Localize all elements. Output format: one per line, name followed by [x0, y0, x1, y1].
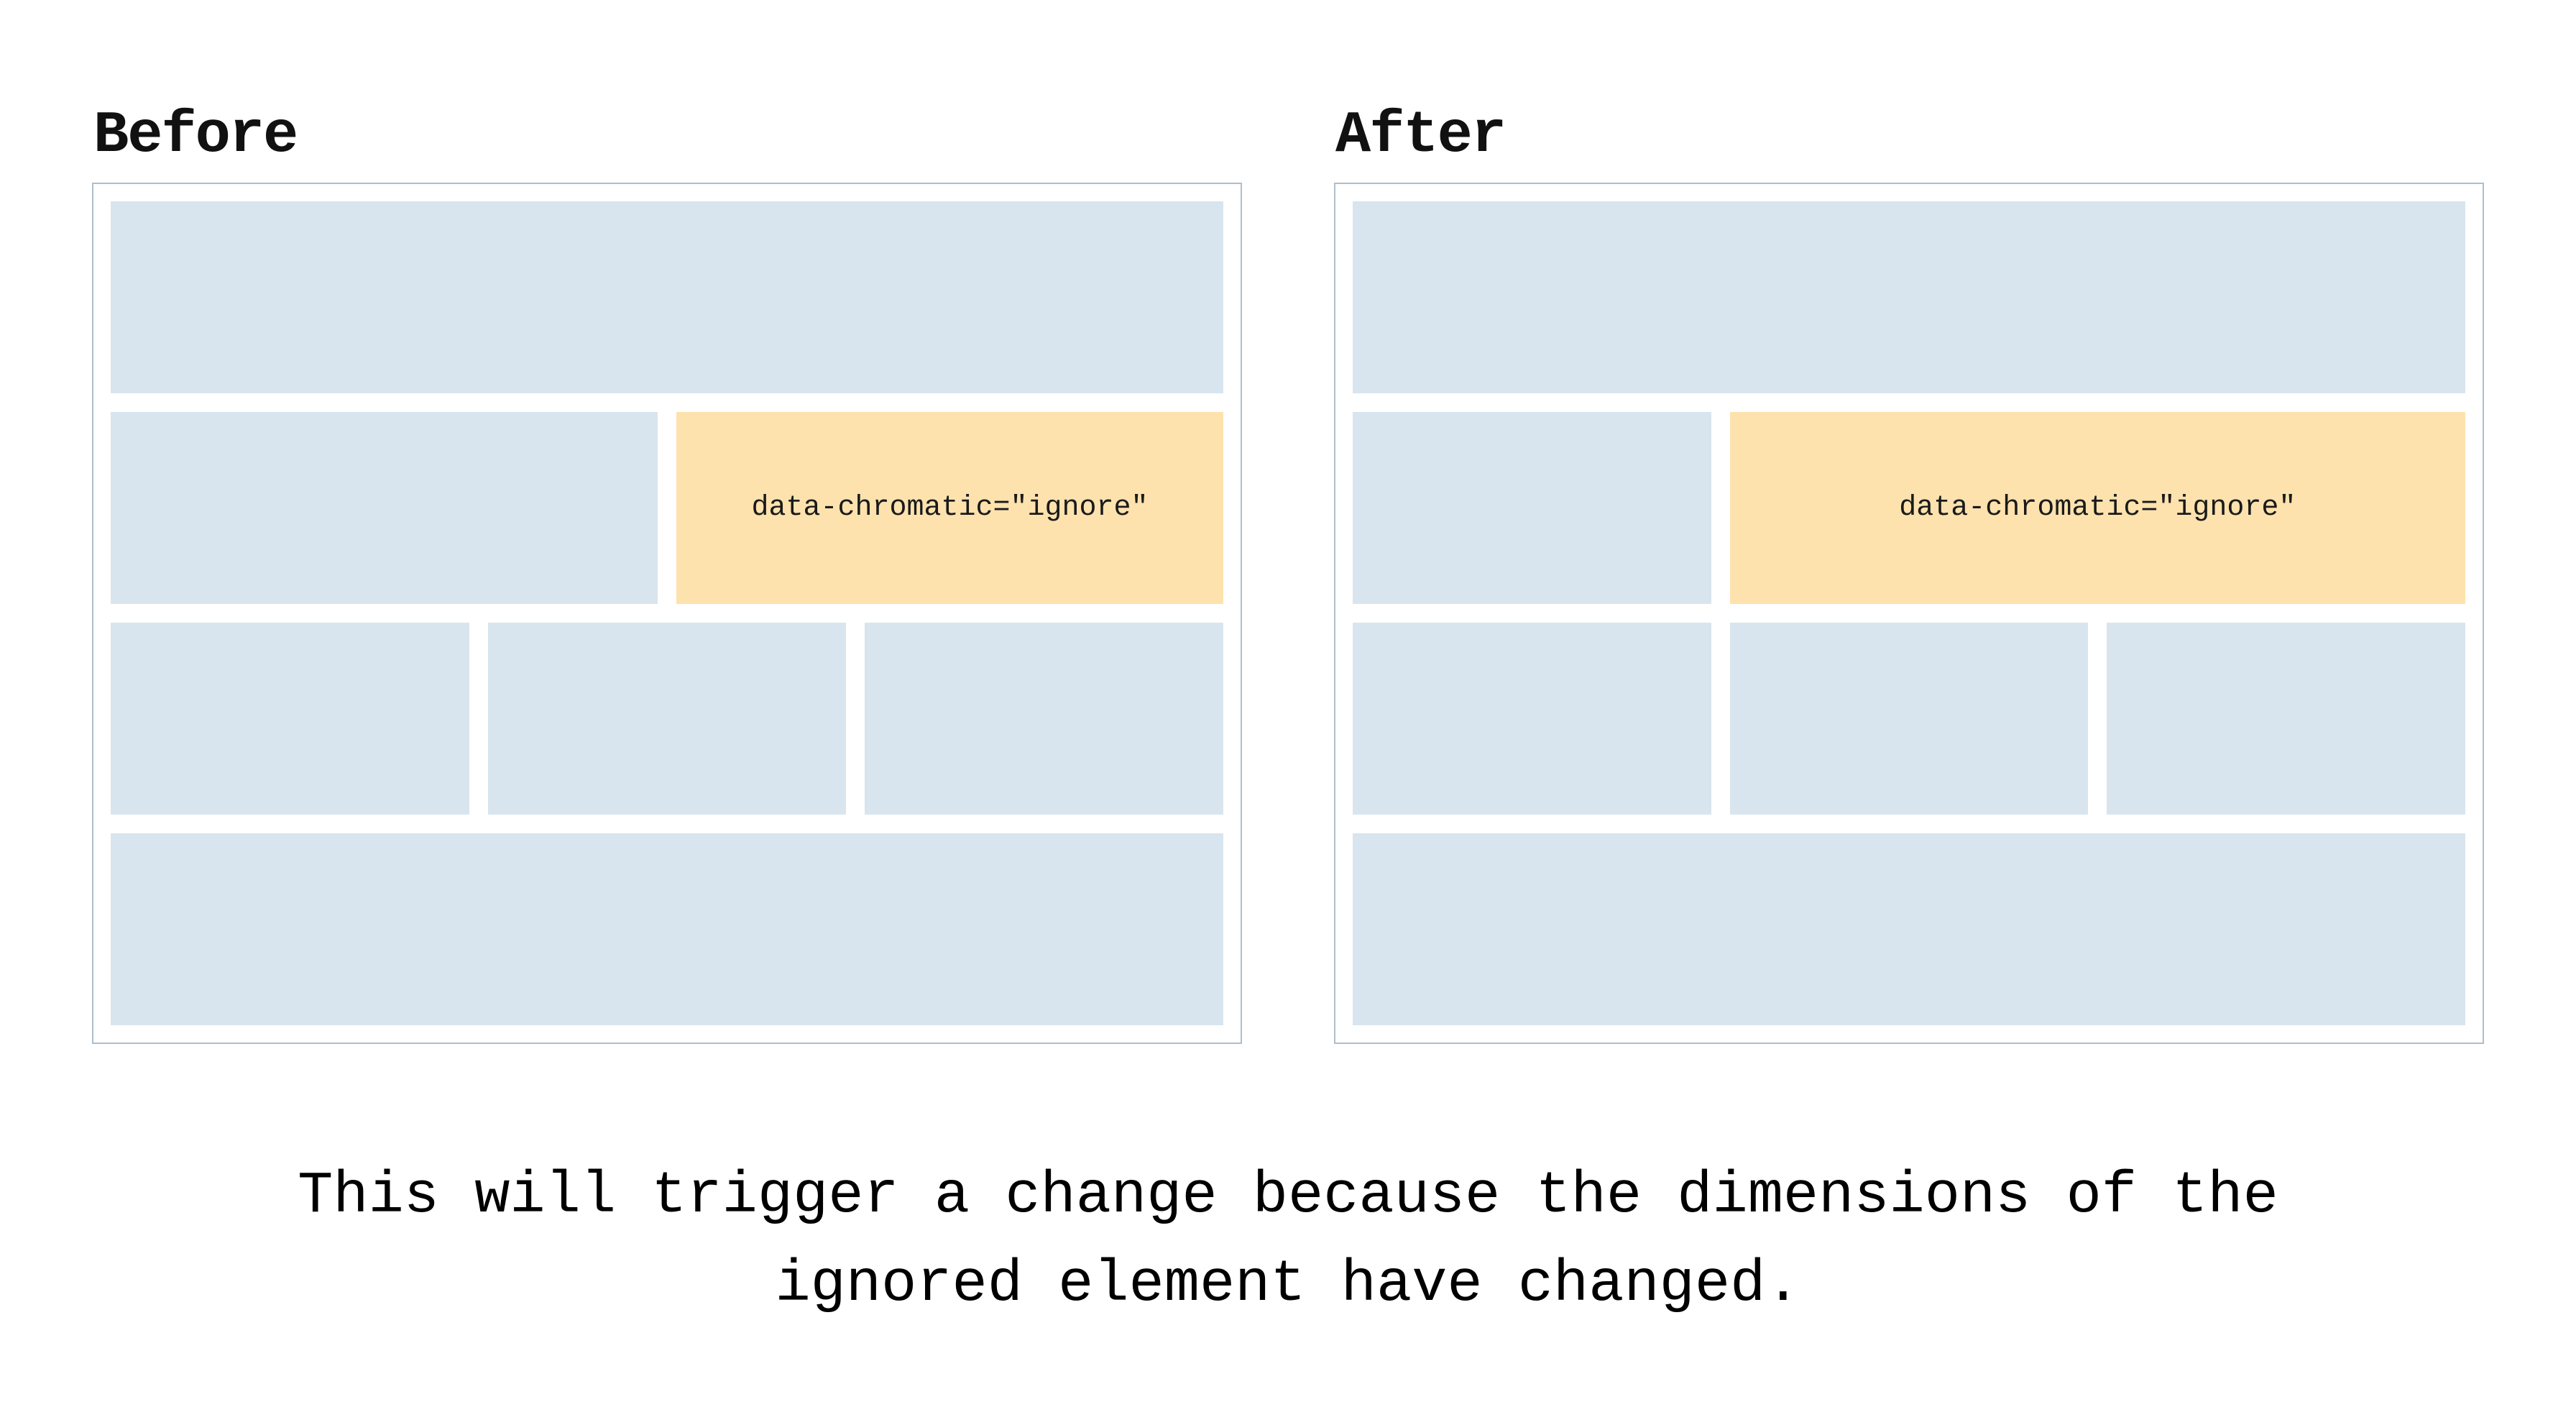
after-panel: data-chromatic="ignore" [1334, 183, 2484, 1044]
placeholder-block-header [1353, 201, 2465, 393]
placeholder-block-third-1 [1353, 623, 1711, 815]
before-title: Before [93, 102, 298, 169]
caption-line-2: ignored element have changed. [775, 1251, 1801, 1318]
caption: This will trigger a change because the d… [92, 1152, 2484, 1329]
after-title: After [1335, 102, 1506, 169]
before-row-ignore: data-chromatic="ignore" [111, 412, 1223, 604]
page: Before data-chromatic="ignore" [92, 101, 2484, 1329]
after-row-header [1353, 201, 2465, 393]
before-column: Before data-chromatic="ignore" [92, 101, 1242, 1044]
after-row-footer [1353, 833, 2465, 1025]
placeholder-block-third-2 [487, 623, 847, 815]
before-row-footer [111, 833, 1223, 1025]
placeholder-block-header [111, 201, 1223, 393]
caption-line-1: This will trigger a change because the d… [298, 1163, 2278, 1229]
placeholder-block-third-2 [1729, 623, 2089, 815]
after-column: After data-chromatic="ignore" [1334, 101, 2484, 1044]
before-panel: data-chromatic="ignore" [92, 183, 1242, 1044]
ignored-element: data-chromatic="ignore" [676, 412, 1223, 604]
ignored-element-resized: data-chromatic="ignore" [1729, 412, 2465, 604]
placeholder-block-third-3 [2107, 623, 2466, 815]
placeholder-block-footer [1353, 833, 2465, 1025]
after-row-ignore: data-chromatic="ignore" [1353, 412, 2465, 604]
placeholder-block-left [1353, 412, 1711, 604]
placeholder-block-third-1 [111, 623, 469, 815]
placeholder-block-third-3 [865, 623, 1224, 815]
after-row-thirds [1353, 623, 2466, 815]
before-row-thirds [111, 623, 1224, 815]
placeholder-block-footer [111, 833, 1223, 1025]
before-row-header [111, 201, 1223, 393]
placeholder-block-left [111, 412, 658, 604]
comparison-columns: Before data-chromatic="ignore" [92, 101, 2484, 1044]
